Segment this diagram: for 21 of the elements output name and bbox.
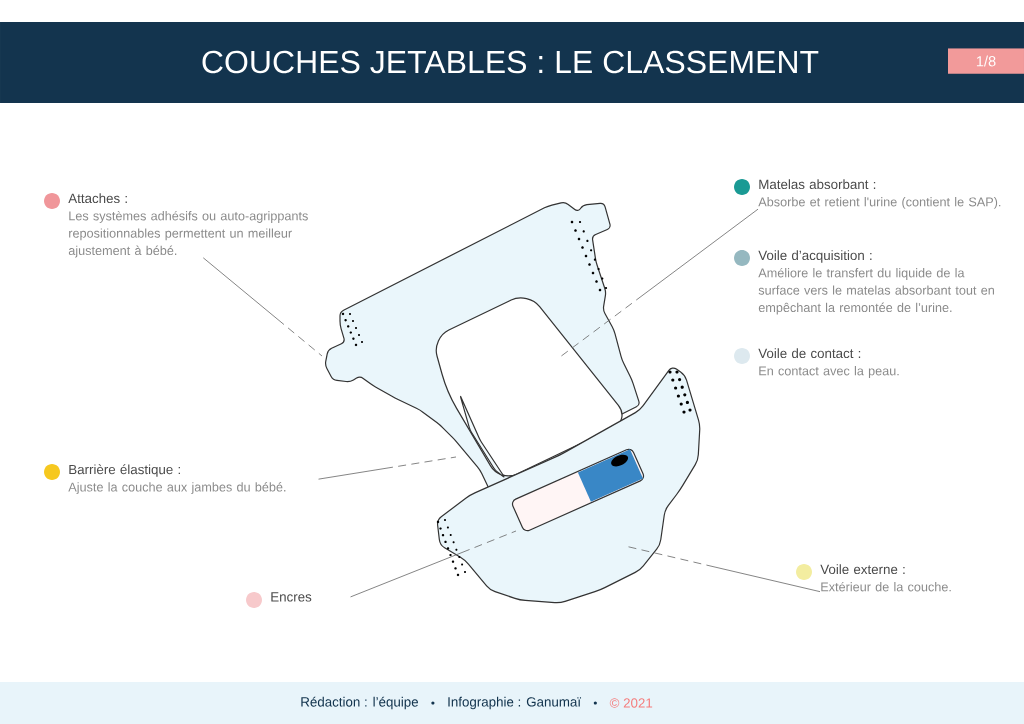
leader-line [559, 208, 759, 358]
callout-text: Extérieur de la couche. [821, 581, 951, 592]
leader-line [202, 257, 323, 357]
callout-heading: Barrière élastique : [69, 464, 180, 477]
callout-heading: Matelas absorbant : [759, 179, 876, 190]
footer-text: © 2021 [609, 698, 653, 708]
footer-text: Infographie : Ganumaï [448, 696, 581, 710]
callout-heading: Voile d’acquisition : [758, 250, 872, 263]
callout-text: Absorbe et retient l'urine (contient le SAP). [758, 197, 1001, 209]
callout-heading: Voile externe : [820, 564, 905, 575]
title: COUCHES JETABLES : LE CLASSEMENT [202, 50, 819, 74]
footer-text: Rédaction : l’équipe [301, 696, 418, 710]
callout-text: En contact avec la peau. [759, 366, 899, 378]
callout-heading: Attaches : [68, 193, 127, 204]
callout-heading: Encres [271, 592, 312, 602]
callout-text: Ajuste la couche aux jambes du bébé. [68, 482, 286, 495]
page-number-badge: 1/8 [948, 48, 1024, 74]
callout-text: Les systèmes adhésifs ou auto-agrippants repositionnables permettent un meilleur ajustement à bébé. [68, 210, 308, 258]
callout-heading: Voile de contact : [758, 348, 861, 359]
callout-text: Améliore le transfert du liquide de la surface vers le matelas absorbant tout en empêchant la remontée de l’urine. [758, 267, 994, 315]
leader-line [350, 530, 517, 598]
